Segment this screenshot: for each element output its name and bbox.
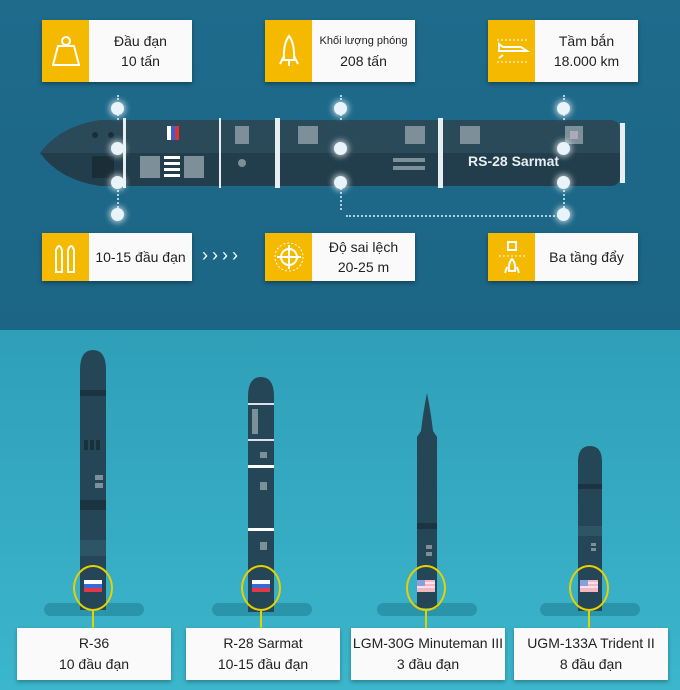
arrows: ››››	[202, 245, 242, 265]
r28-sarmat-rocket	[248, 377, 274, 612]
spec-card-accuracy: Độ sai lệch 20-25 m	[265, 233, 415, 281]
spec-card-warhead: Đầu đạn 10 tấn	[42, 20, 192, 82]
range-title: Tầm bắn	[558, 33, 615, 49]
spec-card-warheads: 10-15 đầu đạn	[42, 233, 192, 281]
flag-highlight-ring	[569, 565, 609, 611]
accuracy-title: Độ sai lệch	[328, 239, 399, 255]
missile-name: RS-28 Sarmat	[468, 153, 560, 169]
spec-card-range: Tầm bắn 18.000 km	[488, 20, 638, 82]
warhead-value: 10 tấn	[121, 53, 160, 69]
usa-flag-icon	[580, 580, 598, 592]
warhead-count: 10 đầu đạn	[58, 656, 130, 672]
comparison-label-minuteman: LGM-30G Minuteman III 3 đầu đạn	[351, 628, 505, 680]
rocket-icon	[265, 20, 312, 82]
russia-flag-icon	[84, 580, 102, 592]
missile-name: LGM-30G Minuteman III	[352, 635, 504, 651]
launch-mass-title: Khối lượng phóng	[319, 35, 408, 47]
flag-highlight-ring	[73, 565, 113, 611]
comparison-label-trident: UGM-133A Trident II 8 đầu đạn	[514, 628, 668, 680]
russia-flag-icon	[252, 580, 270, 592]
weight-icon	[42, 20, 89, 82]
comparison-label-r28: R-28 Sarmat 10-15 đầu đạn	[186, 628, 340, 680]
crosshair-icon	[265, 233, 312, 281]
comparison-label-r36: R-36 10 đầu đạn	[17, 628, 171, 680]
warheads-value: 10-15 đầu đạn	[95, 249, 186, 265]
warhead-count: 3 đầu đạn	[396, 656, 460, 672]
rs28-missile-illustration	[40, 118, 625, 188]
spec-card-stages: Ba tầng đẩy	[488, 233, 638, 281]
warhead-title: Đầu đạn	[114, 33, 167, 49]
missile-name: UGM-133A Trident II	[527, 635, 655, 651]
stages-value: Ba tầng đẩy	[549, 249, 624, 265]
accuracy-value: 20-25 m	[337, 259, 390, 275]
missile-name: R-36	[78, 635, 110, 651]
usa-flag-icon	[417, 580, 435, 592]
warhead-count: 8 đầu đạn	[559, 656, 623, 672]
warhead-count: 10-15 đầu đạn	[217, 656, 309, 672]
stages-icon	[488, 233, 535, 281]
flying-missile-icon	[488, 20, 535, 82]
bullets-icon	[42, 233, 89, 281]
spec-card-launch-mass: Khối lượng phóng 208 tấn	[265, 20, 415, 82]
minuteman-rocket	[417, 393, 437, 608]
missile-name: R-28 Sarmat	[223, 635, 303, 651]
flag-highlight-ring	[241, 565, 281, 611]
flag-highlight-ring	[406, 565, 446, 611]
launch-mass-value: 208 tấn	[340, 53, 387, 69]
range-value: 18.000 km	[553, 53, 620, 69]
r36-rocket	[80, 350, 106, 610]
